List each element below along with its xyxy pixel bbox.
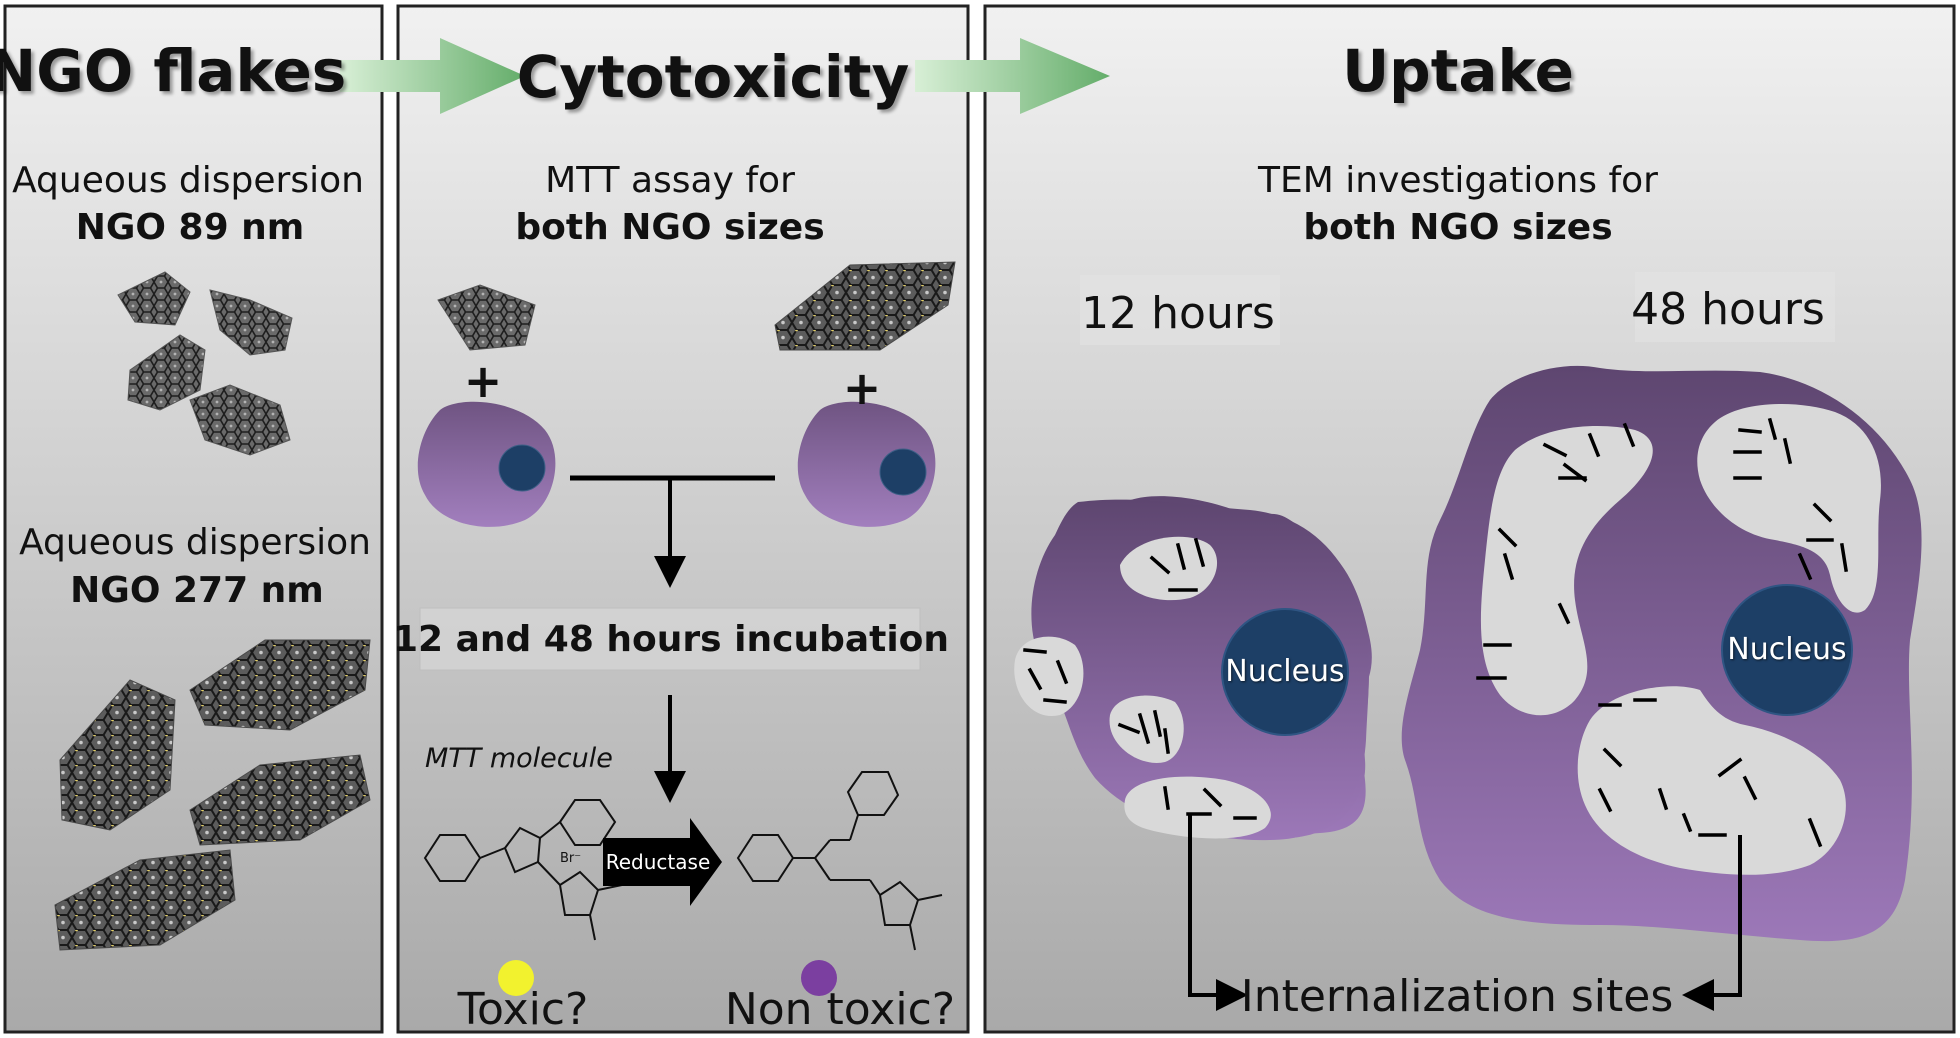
small-flake [209,289,293,356]
mtt-molecule [423,799,623,941]
nucleus-12h [1221,608,1349,736]
reductase-label: Reductase [605,850,711,874]
vesicle-48h [1577,686,1846,875]
small-flake [189,384,291,456]
plus-sign-left: + [463,354,503,408]
large-flake [189,639,371,731]
vesicle-48h [1480,426,1653,716]
toxic-label: Toxic? [457,984,589,1035]
flow-arrow-1 [340,38,525,114]
small-flake [117,271,191,326]
cell-left [417,401,556,527]
vesicle-12h [1124,776,1271,839]
small-flake-assay [437,284,536,351]
tem-line-2: both NGO sizes [1303,207,1613,248]
vesicle-12h [1109,695,1184,763]
formazan-molecule [736,771,943,951]
incubation-label: 12 and 48 hours incubation [392,619,950,660]
flakes-dispersion-large-size: NGO 277 nm [70,570,324,611]
plus-sign-right: + [842,361,882,415]
flakes-dispersion-small-label: Aqueous dispersion [12,160,364,201]
cytotoxicity-title: Cytotoxicity [516,43,910,111]
incubation-box [419,607,921,671]
nucleus-label-12h: Nucleus [1225,654,1345,689]
assay-line-2: both NGO sizes [515,207,825,248]
assay-line-1: MTT assay for [545,160,795,201]
small-flake [127,334,206,411]
nontoxic-dot [801,960,837,996]
cell-right [797,401,936,527]
cell-12h-main [1031,499,1369,841]
flow-arrow-2 [915,38,1110,114]
large-flake-assay [774,261,956,351]
flakes-dispersion-small-size: NGO 89 nm [75,207,305,248]
reductase-arrow [603,818,722,906]
vesicle-12h [1014,636,1084,716]
time-12-label: 12 hours [1081,288,1275,339]
toxic-dot [498,960,534,996]
nucleus-label-48h: Nucleus [1727,632,1847,667]
flakes-title: NGO flakes [0,37,347,105]
vesicle-12h [1120,536,1218,601]
bromide-label: Br⁻ [560,851,582,866]
nucleus-right [879,448,927,496]
time-12-box [1080,275,1280,345]
large-flakes-illustration [54,639,371,951]
large-flake [54,849,236,951]
uptake-title: Uptake [1342,37,1574,105]
mtt-molecule-label: MTT molecule [425,743,613,774]
time-48-box [1635,272,1835,342]
internalization-sites-label: Internalization sites [1240,971,1674,1022]
nontoxic-label: Non toxic? [724,984,956,1035]
large-flake [189,754,371,846]
nucleus-48h [1721,584,1853,716]
vesicle-48h [1697,403,1881,613]
small-flakes-illustration [117,271,293,456]
time-48-label: 48 hours [1631,284,1825,335]
nucleus-left [498,444,546,492]
sites-connector-right [1682,835,1742,1011]
flakes-dispersion-large-label: Aqueous dispersion [19,522,371,563]
tem-line-1: TEM investigations for [1258,160,1658,201]
large-flake [59,679,176,831]
ngo-fragments [1023,417,1849,848]
sites-connector-left [1188,815,1248,1011]
